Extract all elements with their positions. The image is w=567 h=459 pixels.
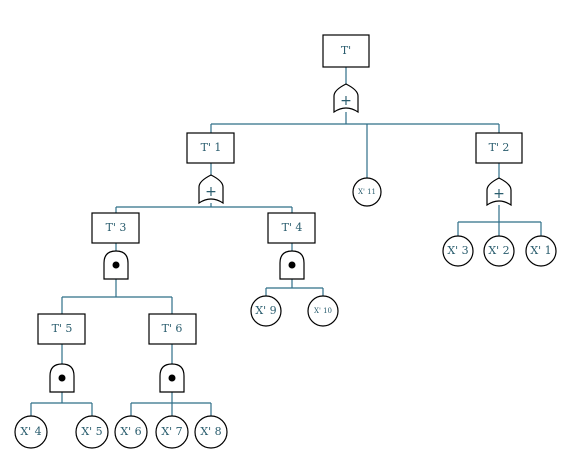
basic-event-x2: X' 2 [483,235,515,267]
event-t1: T' 1 [186,132,235,164]
svg-text:X' 3: X' 3 [447,244,468,257]
basic-event-x6: X' 6 [114,415,148,449]
svg-text:X' 11: X' 11 [358,188,376,196]
svg-text:T' 3: T' 3 [106,221,127,234]
basic-event-x8: X' 8 [194,415,228,449]
or-gate-t2: + [486,177,512,207]
and-gate-t5 [49,363,75,393]
and-gate-t4 [279,250,305,280]
svg-text:T' 4: T' 4 [282,221,303,234]
basic-event-x4: X' 4 [14,415,48,449]
basic-event-x3: X' 3 [442,235,474,267]
and-gate-t6 [159,363,185,393]
basic-event-x10: X' 10 [307,295,339,327]
or-gate-symbol: + [340,93,352,109]
and-gate-t3 [103,250,129,280]
basic-event-x1: X' 1 [525,235,557,267]
svg-text:T' 6: T' 6 [162,322,183,335]
svg-text:X' 5: X' 5 [81,425,102,438]
basic-event-x5: X' 5 [75,415,109,449]
svg-text:T' 5: T' 5 [52,322,73,335]
basic-event-x9: X' 9 [250,295,282,327]
svg-text:T': T' [341,44,351,57]
svg-text:X' 4: X' 4 [20,425,41,438]
or-gate-top: + [333,83,359,114]
event-t2: T' 2 [475,132,523,164]
basic-event-x11: X' 11 [352,177,382,207]
svg-text:X' 8: X' 8 [200,425,221,438]
event-top: T' [322,34,370,68]
svg-text:X' 1: X' 1 [530,244,551,257]
basic-event-x7: X' 7 [155,415,189,449]
event-t6: T' 6 [148,313,197,345]
svg-text:X' 2: X' 2 [488,244,509,257]
svg-text:T' 1: T' 1 [201,141,222,154]
svg-text:X' 6: X' 6 [120,425,141,438]
or-gate-t1: + [198,174,224,205]
connectors [30,67,542,416]
svg-text:X' 9: X' 9 [255,304,276,317]
svg-text:X' 10: X' 10 [314,307,332,315]
svg-text:X' 7: X' 7 [161,425,182,438]
event-t4: T' 4 [267,212,316,244]
or-gate-symbol: + [493,186,505,202]
event-t3: T' 3 [91,212,140,244]
or-gate-symbol: + [205,184,217,200]
event-t5: T' 5 [37,313,86,345]
svg-text:T' 2: T' 2 [489,141,510,154]
